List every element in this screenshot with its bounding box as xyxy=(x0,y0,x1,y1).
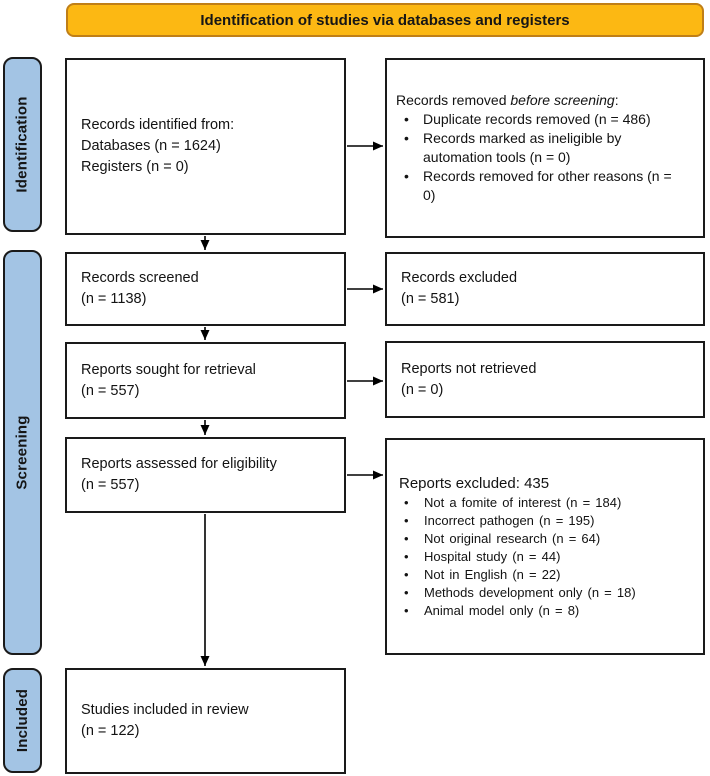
stage-bar-identification: Identification xyxy=(3,57,42,232)
records-removed-title: Records removed before screening: xyxy=(396,92,619,108)
reports-sought-count: (n = 557) xyxy=(81,382,140,399)
box-reports-sought: Reports sought for retrieval (n = 557) xyxy=(65,342,346,419)
bullet-not-original-research: Not original research (n = 64) xyxy=(399,530,691,548)
reports-assessed-count: (n = 557) xyxy=(81,477,140,493)
records-identified-databases-count: Databases (n = 1624) xyxy=(81,138,221,154)
bullet-incorrect-pathogen: Incorrect pathogen (n = 195) xyxy=(399,512,691,530)
records-excluded-count: (n = 581) xyxy=(401,291,460,307)
stage-bar-screening: Screening xyxy=(3,250,42,655)
bullet-hospital-study: Hospital study (n = 44) xyxy=(399,548,691,566)
records-identified-registers-count: Registers (n = 0) xyxy=(81,159,189,175)
box-reports-not-retrieved: Reports not retrieved (n = 0) xyxy=(385,341,705,418)
reports-excluded-bullet-list: Not a fomite of interest (n = 184) Incor… xyxy=(399,494,691,620)
records-removed-bullet-list: Duplicate records removed (n = 486) Reco… xyxy=(396,110,691,205)
box-records-removed-before-screening: Records removed before screening: Duplic… xyxy=(385,58,705,238)
records-excluded-label: Records excluded xyxy=(401,270,518,286)
stage-label-screening: Screening xyxy=(14,415,32,490)
reports-sought-label: Reports sought for retrieval xyxy=(81,361,256,378)
records-identified-line: Records identified from: xyxy=(81,117,235,133)
reports-not-retrieved-count: (n = 0) xyxy=(401,381,444,398)
records-screened-count: (n = 1138) xyxy=(81,291,147,307)
box-reports-assessed: Reports assessed for eligibility (n = 55… xyxy=(65,437,346,513)
bullet-other-reasons: Records removed for other reasons (n = 0… xyxy=(396,167,675,205)
box-records-excluded: Records excluded (n = 581) xyxy=(385,252,705,326)
records-screened-label: Records screened xyxy=(81,270,199,286)
studies-included-label: Studies included in review xyxy=(81,702,249,718)
bullet-not-fomite: Not a fomite of interest (n = 184) xyxy=(399,494,691,512)
stage-label-identification: Identification xyxy=(14,96,32,193)
reports-not-retrieved-label: Reports not retrieved xyxy=(401,360,537,377)
stage-bar-included: Included xyxy=(3,668,42,773)
bullet-not-in-english: Not in English (n = 22) xyxy=(399,566,691,584)
studies-included-count: (n = 122) xyxy=(81,723,140,739)
box-studies-included: Studies included in review (n = 122) xyxy=(65,668,346,774)
bullet-methods-development: Methods development only (n = 18) xyxy=(399,584,691,602)
bullet-duplicate-records: Duplicate records removed (n = 486) xyxy=(396,110,675,129)
box-reports-excluded: Reports excluded: 435 Not a fomite of in… xyxy=(385,438,705,655)
bullet-animal-model: Animal model only (n = 8) xyxy=(399,602,691,620)
box-records-identified: Records identified from: Databases (n = … xyxy=(65,58,346,235)
bullet-ineligible-automation: Records marked as ineligible by automati… xyxy=(396,129,675,167)
stage-label-included: Included xyxy=(14,688,31,753)
box-records-screened: Records screened (n = 1138) xyxy=(65,252,346,326)
reports-excluded-title: Reports excluded: 435 xyxy=(399,474,550,492)
banner-identification-via-databases: Identification of studies via databases … xyxy=(66,3,704,37)
reports-assessed-label: Reports assessed for eligibility xyxy=(81,456,277,472)
